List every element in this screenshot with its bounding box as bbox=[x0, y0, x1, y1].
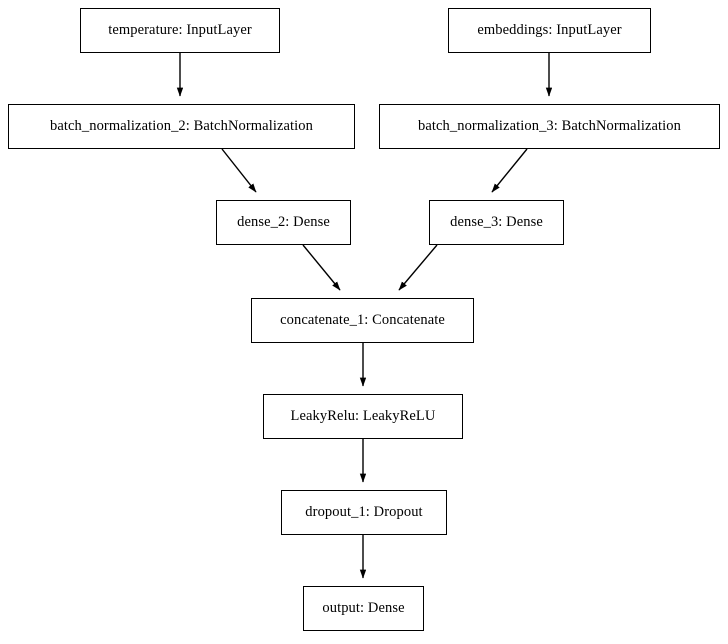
node-dense-3[interactable]: dense_3: Dense bbox=[429, 200, 564, 245]
node-label: batch_normalization_3: BatchNormalizatio… bbox=[417, 118, 681, 135]
node-dense-2[interactable]: dense_2: Dense bbox=[216, 200, 351, 245]
edge-batch_normalization_3-to-dense_3 bbox=[491, 148, 528, 193]
node-label: output: Dense bbox=[322, 600, 405, 617]
node-batch-normalization-3[interactable]: batch_normalization_3: BatchNormalizatio… bbox=[379, 104, 720, 149]
node-temperature[interactable]: temperature: InputLayer bbox=[80, 8, 280, 53]
edge-dense_3-to-concatenate_1 bbox=[398, 244, 438, 291]
node-output[interactable]: output: Dense bbox=[303, 586, 424, 631]
node-embeddings[interactable]: embeddings: InputLayer bbox=[448, 8, 651, 53]
node-label: temperature: InputLayer bbox=[108, 22, 252, 39]
node-label: batch_normalization_2: BatchNormalizatio… bbox=[49, 118, 313, 135]
node-label: dense_3: Dense bbox=[450, 214, 543, 231]
node-batch-normalization-2[interactable]: batch_normalization_2: BatchNormalizatio… bbox=[8, 104, 355, 149]
node-dropout-1[interactable]: dropout_1: Dropout bbox=[281, 490, 447, 535]
node-leaky-relu[interactable]: LeakyRelu: LeakyReLU bbox=[263, 394, 463, 439]
edge-batch_normalization_2-to-dense_2 bbox=[221, 148, 257, 193]
node-concatenate-1[interactable]: concatenate_1: Concatenate bbox=[251, 298, 474, 343]
edge-dense_2-to-concatenate_1 bbox=[302, 244, 341, 291]
node-label: embeddings: InputLayer bbox=[477, 22, 622, 39]
node-label: dropout_1: Dropout bbox=[305, 504, 423, 521]
node-label: dense_2: Dense bbox=[237, 214, 330, 231]
node-label: concatenate_1: Concatenate bbox=[280, 312, 445, 329]
node-label: LeakyRelu: LeakyReLU bbox=[290, 408, 436, 425]
